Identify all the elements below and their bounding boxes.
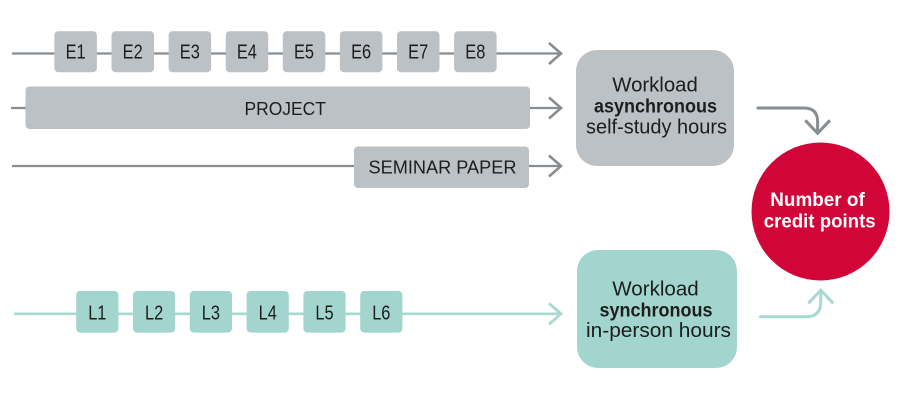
svg-text:E6: E6: [351, 40, 371, 63]
svg-text:SEMINAR PAPER: SEMINAR PAPER: [369, 157, 517, 178]
svg-text:L3: L3: [202, 301, 220, 324]
svg-text:E5: E5: [294, 40, 314, 63]
svg-text:L1: L1: [88, 301, 106, 324]
svg-text:synchronous: synchronous: [600, 300, 713, 322]
svg-text:L4: L4: [259, 301, 277, 324]
svg-text:E3: E3: [180, 40, 200, 63]
svg-text:E2: E2: [123, 40, 143, 63]
svg-text:PROJECT: PROJECT: [244, 98, 326, 119]
svg-text:E7: E7: [408, 40, 428, 63]
svg-text:self-study hours: self-study hours: [586, 115, 727, 138]
svg-text:Workload: Workload: [612, 278, 699, 301]
svg-text:E1: E1: [66, 40, 86, 63]
svg-text:L5: L5: [315, 301, 333, 324]
svg-text:Number of: Number of: [770, 190, 865, 211]
svg-text:credit points: credit points: [764, 212, 876, 233]
svg-text:Workload: Workload: [612, 74, 698, 97]
svg-text:L2: L2: [145, 301, 163, 324]
svg-text:L6: L6: [372, 301, 390, 324]
svg-text:E8: E8: [465, 40, 485, 63]
svg-text:E4: E4: [237, 40, 257, 63]
svg-text:asynchronous: asynchronous: [594, 96, 717, 118]
svg-text:in-person hours: in-person hours: [586, 319, 731, 342]
